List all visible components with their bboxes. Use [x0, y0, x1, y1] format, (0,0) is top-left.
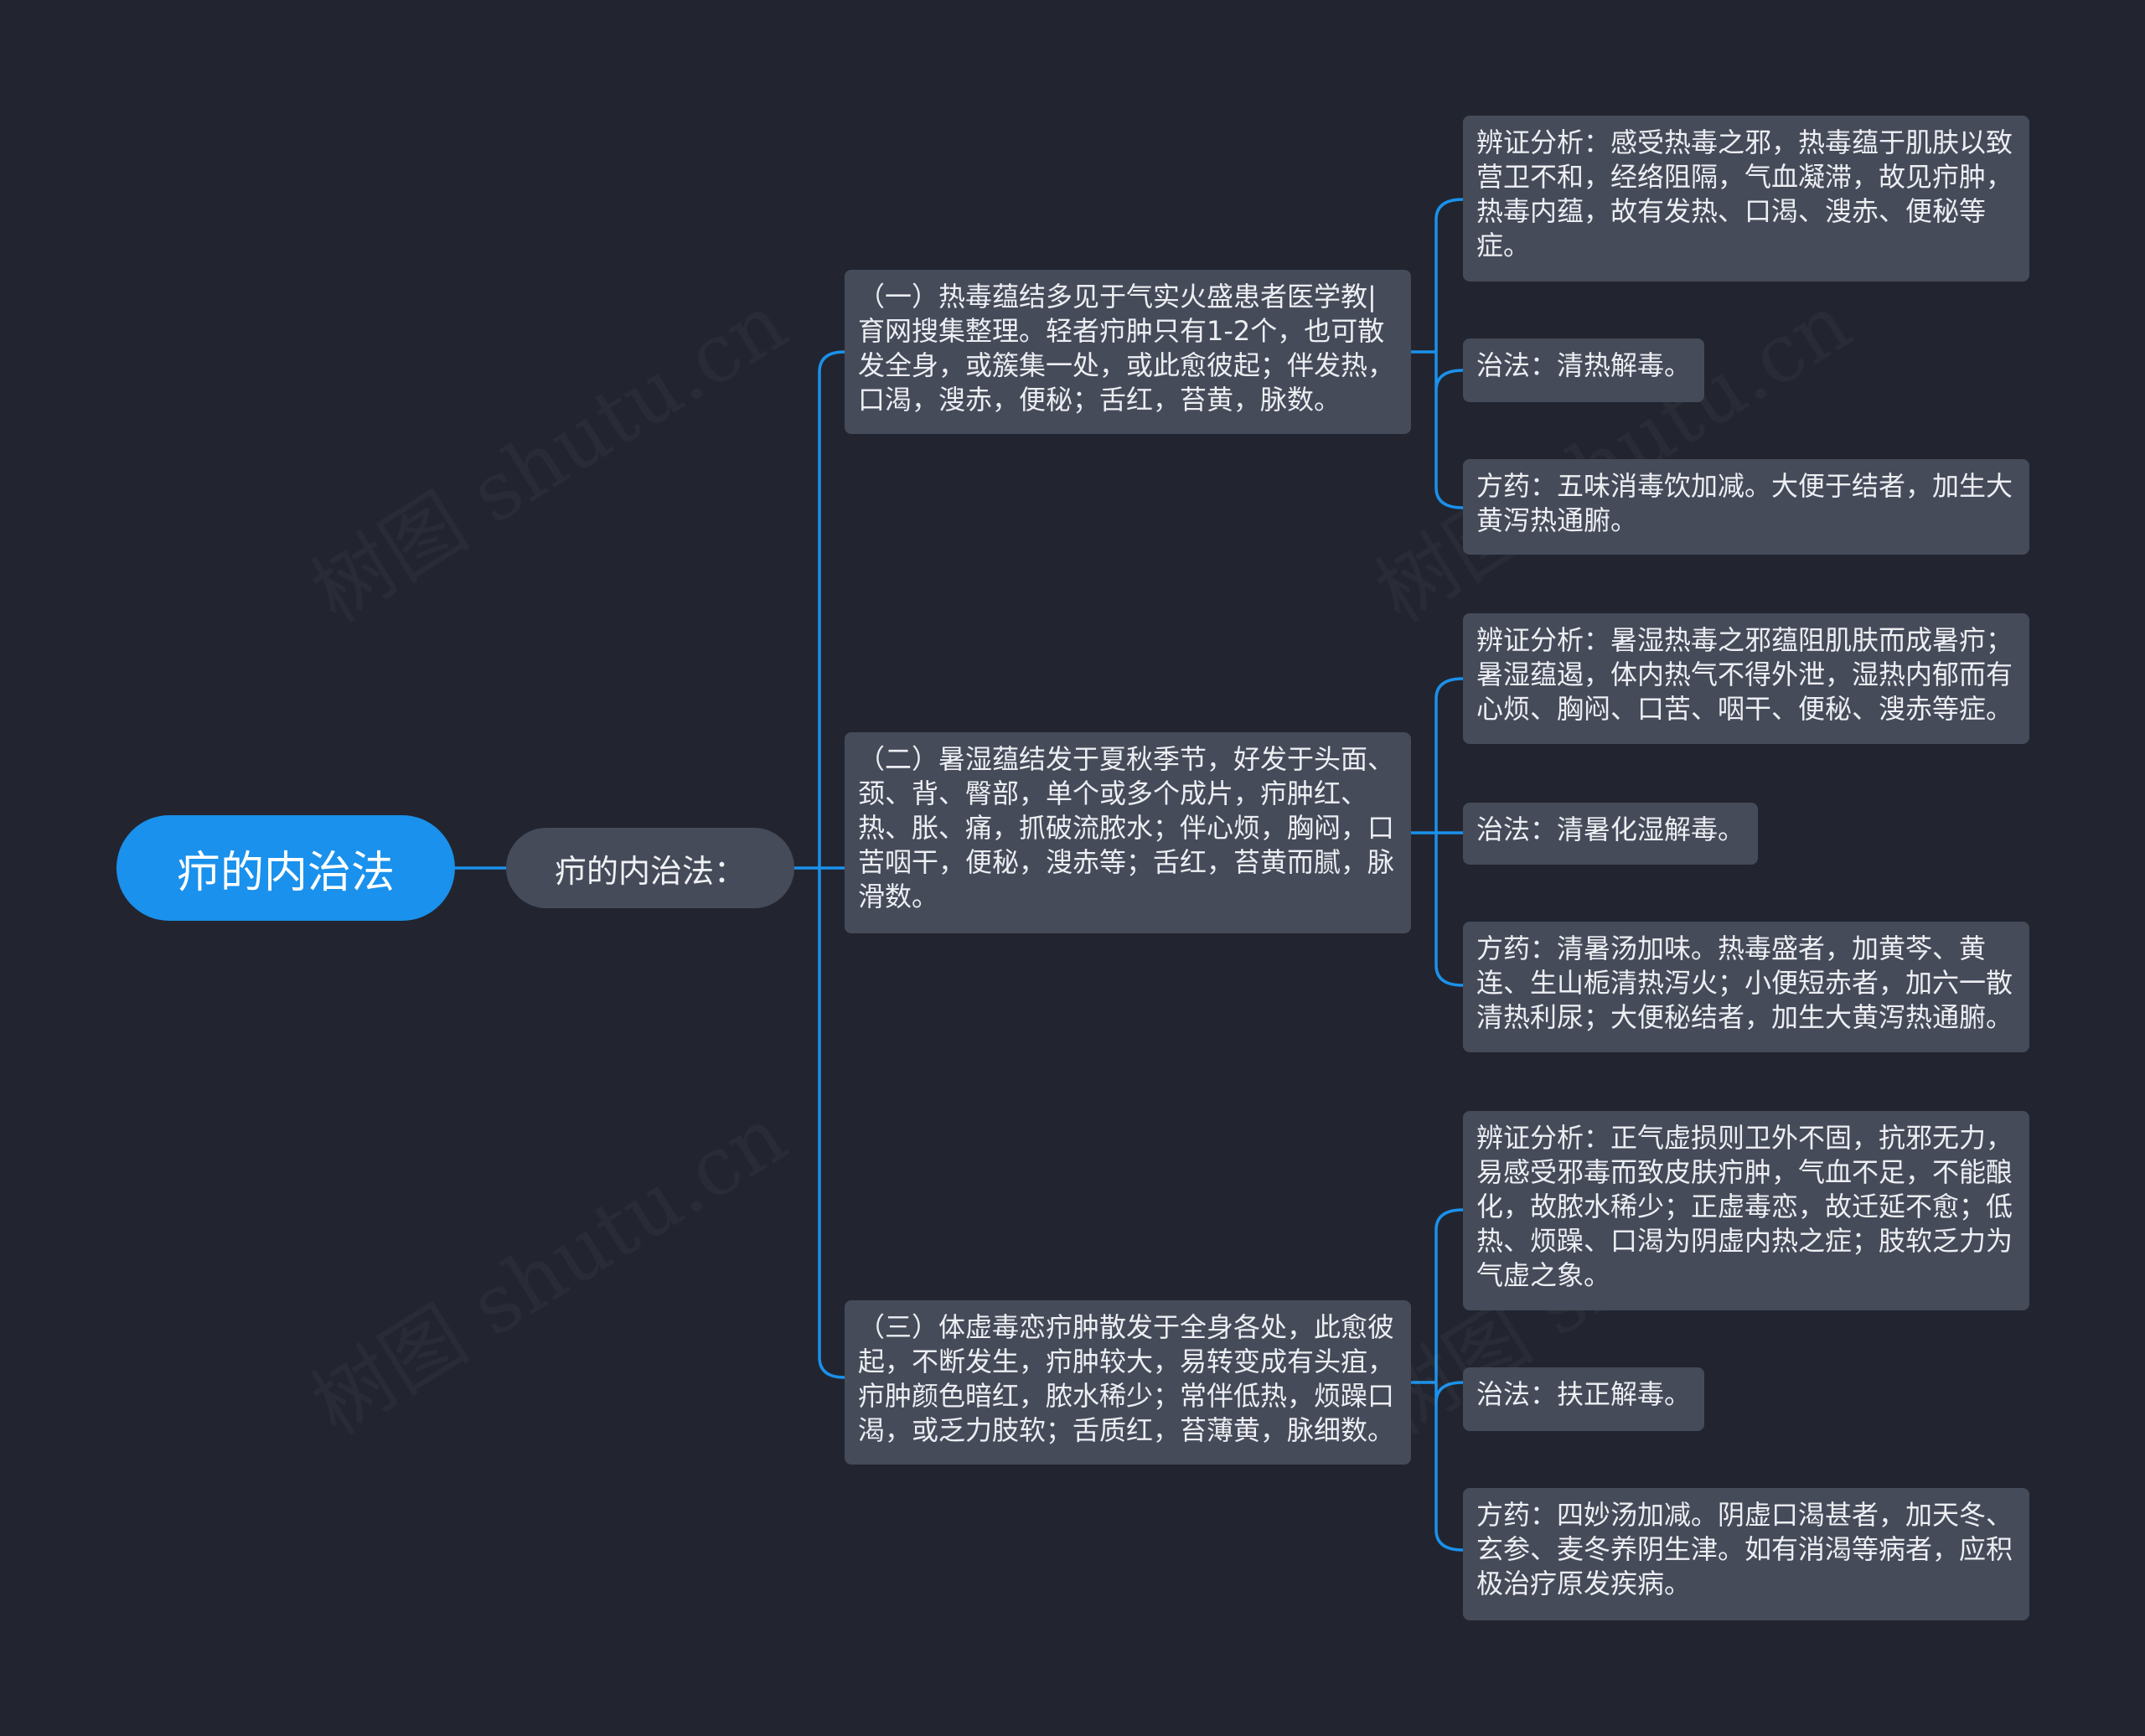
- detail-node-method-1[interactable]: 治法：清热解毒。: [1463, 338, 1704, 402]
- branch-node-3[interactable]: （三）体虚毒恋疖肿散发于全身各处，此愈彼起，不断发生，疖肿较大，易转变成有头疽，…: [845, 1300, 1411, 1465]
- detail-node-analysis-1[interactable]: 辨证分析：感受热毒之邪，热毒蕴于肌肤以致营卫不和，经络阻隔，气血凝滞，故见疖肿，…: [1463, 116, 2029, 282]
- branch-node-2[interactable]: （二）暑湿蕴结发于夏秋季节，好发于头面、颈、背、臀部，单个或多个成片，疖肿红、热…: [845, 732, 1411, 933]
- detail-node-prescription-3[interactable]: 方药：四妙汤加减。阴虚口渴甚者，加天冬、玄参、麦冬养阴生津。如有消渴等病者，应积…: [1463, 1488, 2029, 1620]
- root-node[interactable]: 疖的内治法: [116, 815, 455, 921]
- detail-node-prescription-2[interactable]: 方药：清暑汤加味。热毒盛者，加黄芩、黄连、生山栀清热泻火；小便短赤者，加六一散清…: [1463, 922, 2029, 1052]
- detail-node-prescription-1[interactable]: 方药：五味消毒饮加减。大便于结者，加生大黄泻热通腑。: [1463, 459, 2029, 555]
- detail-node-method-2[interactable]: 治法：清暑化湿解毒。: [1463, 803, 1758, 865]
- detail-node-analysis-3[interactable]: 辨证分析：正气虚损则卫外不固，抗邪无力，易感受邪毒而致皮肤疖肿，气血不足，不能酿…: [1463, 1111, 2029, 1310]
- detail-node-method-3[interactable]: 治法：扶正解毒。: [1463, 1367, 1704, 1431]
- detail-node-analysis-2[interactable]: 辨证分析：暑湿热毒之邪蕴阻肌肤而成暑疖；暑湿蕴遏，体内热气不得外泄，湿热内郁而有…: [1463, 613, 2029, 744]
- link-branch3-details: [1409, 1208, 1465, 1552]
- link-branch1-details: [1409, 198, 1465, 509]
- link-branch2-details: [1409, 677, 1465, 987]
- topic-node[interactable]: 疖的内治法：: [506, 828, 794, 908]
- branch-node-1[interactable]: （一）热毒蕴结多见于气实火盛患者医学教|育网搜集整理。轻者疖肿只有1-2个，也可…: [845, 270, 1411, 434]
- link-level1-branches: [793, 350, 846, 1379]
